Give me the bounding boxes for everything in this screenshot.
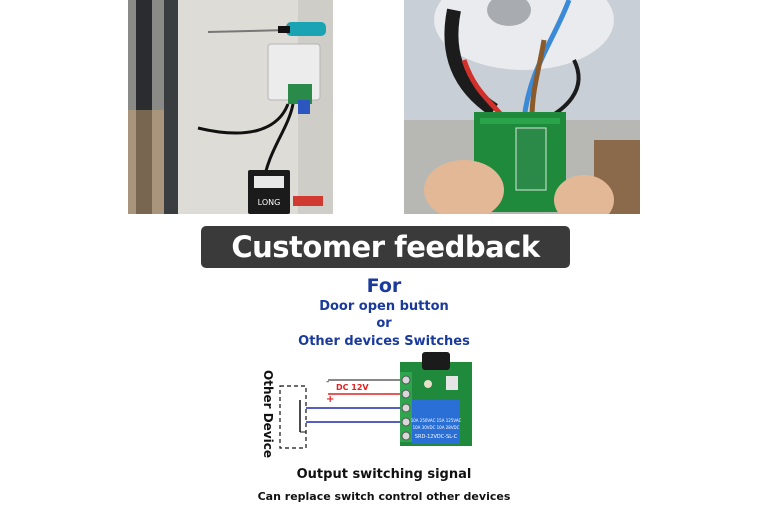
output-switching-signal: Output switching signal — [296, 467, 472, 482]
relay — [412, 400, 460, 444]
minus-label: - — [326, 377, 329, 387]
heading-or: or — [376, 316, 392, 331]
replace-switch-note: Can replace switch control other devices — [257, 490, 511, 503]
other-device-box — [279, 385, 307, 449]
customer-feedback-banner: Customer feedback — [201, 226, 570, 268]
antenna-coil — [422, 352, 450, 370]
other-device-label: Other Device — [261, 370, 275, 458]
heading-door-open-button: Door open button — [319, 299, 449, 314]
photo-installation: LONG — [128, 0, 333, 214]
svg-text:10A 250VAC 15A 125VAC: 10A 250VAC 15A 125VAC — [411, 418, 462, 423]
dc-12v-label: DC 12V — [336, 383, 369, 392]
heading-other-devices: Other devices Switches — [298, 334, 470, 349]
svg-text:10A 30VDC 10A 28VDC: 10A 30VDC 10A 28VDC — [413, 425, 460, 430]
relay-model: SRD-12VDC-SL-C — [415, 434, 458, 440]
heading-for: For — [366, 275, 402, 297]
plus-label: + — [326, 394, 334, 405]
photo-module-closeup — [404, 0, 640, 214]
wiring-diagram: Other Device DC 12V + - 10A 250VAC 15A 1… — [250, 350, 480, 460]
battery-brand: LONG — [258, 198, 281, 207]
